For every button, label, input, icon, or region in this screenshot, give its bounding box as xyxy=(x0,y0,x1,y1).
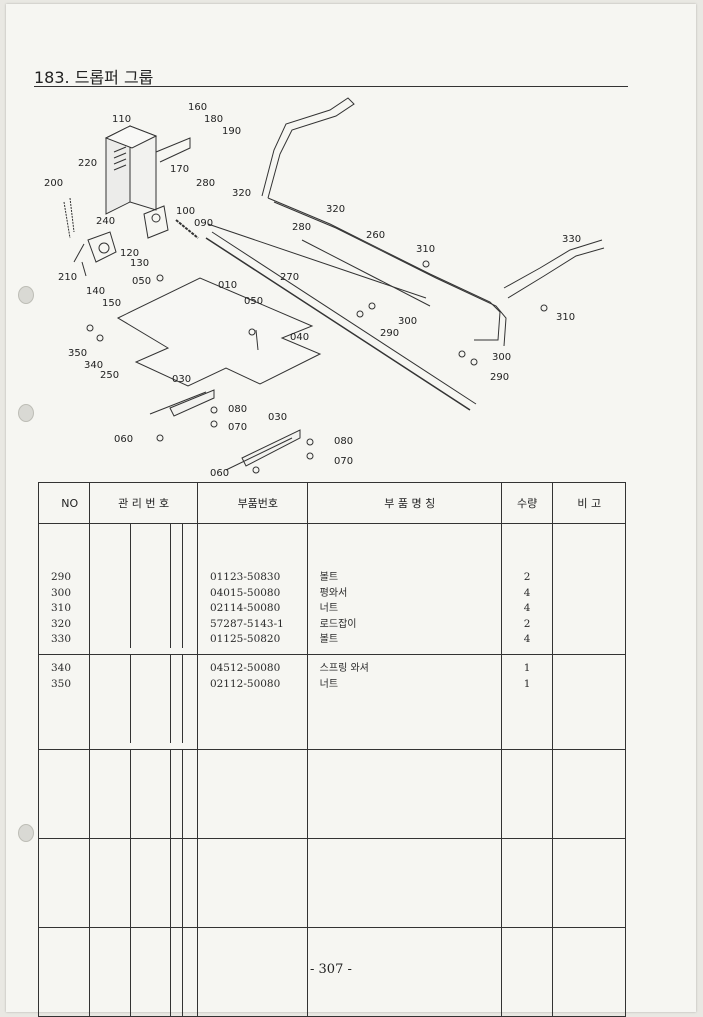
callout-label: 080 xyxy=(334,436,353,447)
row-part-number: 57287-5143-1 xyxy=(209,617,284,630)
row-quantity: 1 xyxy=(523,677,531,690)
callout-label: 190 xyxy=(222,126,241,137)
callout-label: 160 xyxy=(188,102,207,113)
callout-label: 210 xyxy=(58,272,77,283)
callout-labels: 110 160 180 190 220 170 200 280 320 100 … xyxy=(44,102,581,479)
table-header-row: NO 관 리 번 호 부품번호 부 품 명 칭 수량 비 고 xyxy=(37,482,626,524)
row-no: 330 xyxy=(51,633,72,645)
row-no: 320 xyxy=(51,617,72,630)
row-part-number: 04512-50080 xyxy=(209,662,281,674)
callout-label: 090 xyxy=(194,218,213,229)
row-part-name: 로드잡이 xyxy=(319,618,357,630)
row-quantity: 4 xyxy=(523,586,531,599)
row-quantity: 4 xyxy=(523,602,531,614)
callout-label: 270 xyxy=(280,272,299,283)
row-part-number: 01123-50830 xyxy=(209,571,281,583)
row-part-name: 볼트 xyxy=(319,572,339,583)
row-part-name: 너트 xyxy=(319,603,339,614)
callout-label: 290 xyxy=(490,372,509,383)
callout-label: 290 xyxy=(380,328,399,339)
table-row-group-empty xyxy=(37,838,626,928)
row-no: 290 xyxy=(51,571,72,583)
parts-table: NO 관 리 번 호 부품번호 부 품 명 칭 수량 비 고 290 300 3… xyxy=(37,482,626,1017)
callout-label: 050 xyxy=(244,296,263,307)
row-part-number: 01125-50820 xyxy=(209,633,281,645)
callout-label: 320 xyxy=(326,204,345,215)
table-row-group: 340 350 04512-50080 02112-50080 스프링 와셔 너… xyxy=(37,654,626,750)
row-part-name: 평와서 xyxy=(319,587,348,599)
row-no: 340 xyxy=(51,662,72,674)
callout-label: 260 xyxy=(366,230,385,241)
callout-label: 340 xyxy=(84,360,103,371)
row-no: 350 xyxy=(51,677,72,690)
callout-label: 280 xyxy=(292,222,311,233)
header-quantity: 수량 xyxy=(500,482,554,524)
callout-label: 310 xyxy=(556,312,575,323)
row-part-number: 04015-50080 xyxy=(209,586,281,599)
callout-label: 310 xyxy=(416,244,435,255)
header-part-number: 부품번호 xyxy=(196,482,308,524)
callout-label: 150 xyxy=(102,298,121,309)
row-part-name: 스프링 와셔 xyxy=(319,663,369,674)
callout-label: 130 xyxy=(130,258,149,269)
callout-label: 170 xyxy=(170,164,189,175)
callout-label: 060 xyxy=(210,468,229,479)
callout-label: 050 xyxy=(132,276,151,287)
callout-label: 030 xyxy=(172,374,191,385)
callout-label: 030 xyxy=(268,412,287,423)
callout-label: 070 xyxy=(228,422,247,433)
row-part-number: 02112-50080 xyxy=(209,677,281,690)
callout-label: 220 xyxy=(78,158,97,169)
table-row-group-empty xyxy=(37,749,626,839)
callout-label: 010 xyxy=(218,280,237,291)
binder-hole xyxy=(18,286,34,304)
row-part-name: 볼트 xyxy=(319,634,339,645)
row-quantity: 2 xyxy=(523,617,531,630)
callout-label: 180 xyxy=(204,114,223,125)
callout-label: 240 xyxy=(96,216,115,227)
header-part-name: 부 품 명 칭 xyxy=(306,482,502,524)
callout-label: 250 xyxy=(100,370,119,381)
callout-label: 060 xyxy=(114,434,133,445)
title-divider xyxy=(34,86,628,87)
row-part-number: 02114-50080 xyxy=(209,602,281,614)
callout-label: 100 xyxy=(176,206,195,217)
header-no: NO xyxy=(37,482,91,524)
callout-label: 300 xyxy=(398,316,417,327)
row-quantity: 2 xyxy=(523,571,531,583)
page-number: - 307 - xyxy=(310,962,352,977)
callout-label: 120 xyxy=(120,248,139,259)
header-management-number: 관 리 번 호 xyxy=(89,482,198,524)
row-no: 310 xyxy=(51,602,72,614)
header-remarks: 비 고 xyxy=(552,482,626,524)
callout-label: 200 xyxy=(44,178,63,189)
callout-label: 080 xyxy=(228,404,247,415)
row-no: 300 xyxy=(51,586,72,599)
table-row-group-empty xyxy=(37,927,626,1017)
row-quantity: 1 xyxy=(523,662,531,674)
callout-label: 140 xyxy=(86,286,105,297)
callout-label: 280 xyxy=(196,178,215,189)
exploded-parts-diagram: 110 160 180 190 220 170 200 280 320 100 … xyxy=(44,97,605,479)
page-title: 183. 드롭퍼 그룹 xyxy=(34,68,154,87)
table-row-group: 290 300 310 320 330 01123-50830 04015-50… xyxy=(37,523,626,655)
binder-hole xyxy=(18,404,34,422)
callout-label: 110 xyxy=(112,114,131,125)
callout-label: 320 xyxy=(232,188,251,199)
callout-label: 350 xyxy=(68,348,87,359)
callout-label: 040 xyxy=(290,332,309,343)
callout-label: 330 xyxy=(562,234,581,245)
row-quantity: 4 xyxy=(523,633,531,645)
callout-label: 070 xyxy=(334,456,353,467)
callout-label: 300 xyxy=(492,352,511,363)
row-part-name: 너트 xyxy=(319,678,339,690)
binder-hole xyxy=(18,824,34,842)
